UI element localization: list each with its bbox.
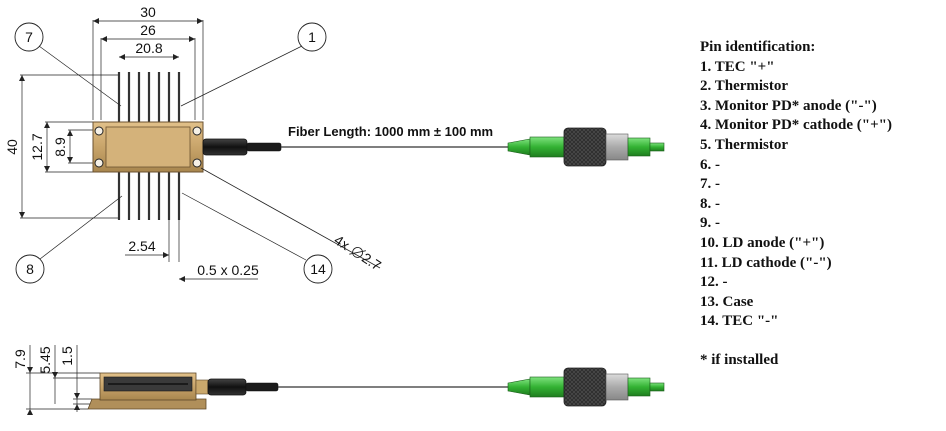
callout-7-label: 7 <box>25 29 33 45</box>
pins-bottom <box>117 172 181 220</box>
callout-14 <box>181 192 333 284</box>
fc-connector-side <box>507 367 665 407</box>
side-flange <box>87 398 207 410</box>
dim-side-flange-label: 1.5 <box>59 346 75 366</box>
dim-side-total-label: 7.9 <box>12 349 28 369</box>
fc-connector-top <box>507 127 665 167</box>
pin-5: 5. Thermistor <box>700 136 789 153</box>
pin-14: 14. TEC "-" <box>700 313 779 330</box>
dim-width-overall <box>92 18 204 120</box>
pin-identification-list: Pin identification: 1. TEC "+" 2. Thermi… <box>700 38 944 332</box>
dim-height-overall-label: 40 <box>4 139 20 155</box>
side-view <box>26 345 665 415</box>
pin-7: 7. - <box>700 176 720 193</box>
pin-11: 11. LD cathode ("-") <box>700 254 832 271</box>
callout-14-label: 14 <box>310 261 326 277</box>
dim-width-overall-label: 30 <box>140 4 156 20</box>
pin-13: 13. Case <box>700 293 754 310</box>
pin-10: 10. LD anode ("+") <box>700 234 825 251</box>
dim-height-body-label: 12.7 <box>29 133 45 160</box>
pins-top <box>117 72 181 122</box>
pin-3: 3. Monitor PD* anode ("-") <box>700 97 877 114</box>
dim-width-pins-label: 20.8 <box>135 40 162 56</box>
pin-9: 9. - <box>700 215 720 232</box>
top-view <box>14 18 665 284</box>
callout-1 <box>180 22 327 107</box>
dim-height-body <box>44 121 96 173</box>
pin-2: 2. Thermistor <box>700 78 789 95</box>
callout-8 <box>15 195 123 284</box>
dim-height-holes <box>67 129 96 164</box>
dim-width-pins <box>119 54 179 60</box>
dim-side-flange <box>73 345 92 412</box>
hole-callout: 4x 2.7 <box>331 232 384 274</box>
diameter-icon <box>352 246 364 258</box>
dim-width-mid-label: 26 <box>140 22 156 38</box>
pin-8: 8. - <box>700 195 720 212</box>
pin-list-title: Pin identification: <box>700 39 816 55</box>
footnote: * if installed <box>700 352 779 368</box>
dim-height-overall <box>19 74 120 219</box>
fiber-length-label: Fiber Length: 1000 mm ± 100 mm <box>288 124 493 139</box>
pin-1: 1. TEC "+" <box>700 58 775 75</box>
pin-6: 6. - <box>700 156 720 173</box>
callout-7 <box>14 22 122 107</box>
mounting-holes <box>94 126 202 168</box>
hole-count-label: 4x <box>331 232 352 253</box>
callout-8-label: 8 <box>26 261 34 277</box>
dim-pin-pitch <box>125 220 180 262</box>
callout-1-label: 1 <box>308 29 316 45</box>
dim-pin-pitch-label: 2.54 <box>128 238 155 254</box>
package-body <box>105 126 191 168</box>
dim-width-mid <box>100 36 196 120</box>
pin-12: 12. - <box>700 274 728 291</box>
pin-4: 4. Monitor PD* cathode ("+") <box>700 117 892 134</box>
dim-pin-section-label: 0.5 x 0.25 <box>197 262 259 278</box>
dim-side-mid <box>52 345 100 404</box>
dim-height-holes-label: 8.9 <box>52 137 68 157</box>
fiber-strain-relief <box>202 138 248 156</box>
dim-pin-section <box>179 276 258 282</box>
dim-side-mid-label: 5.45 <box>37 346 53 373</box>
